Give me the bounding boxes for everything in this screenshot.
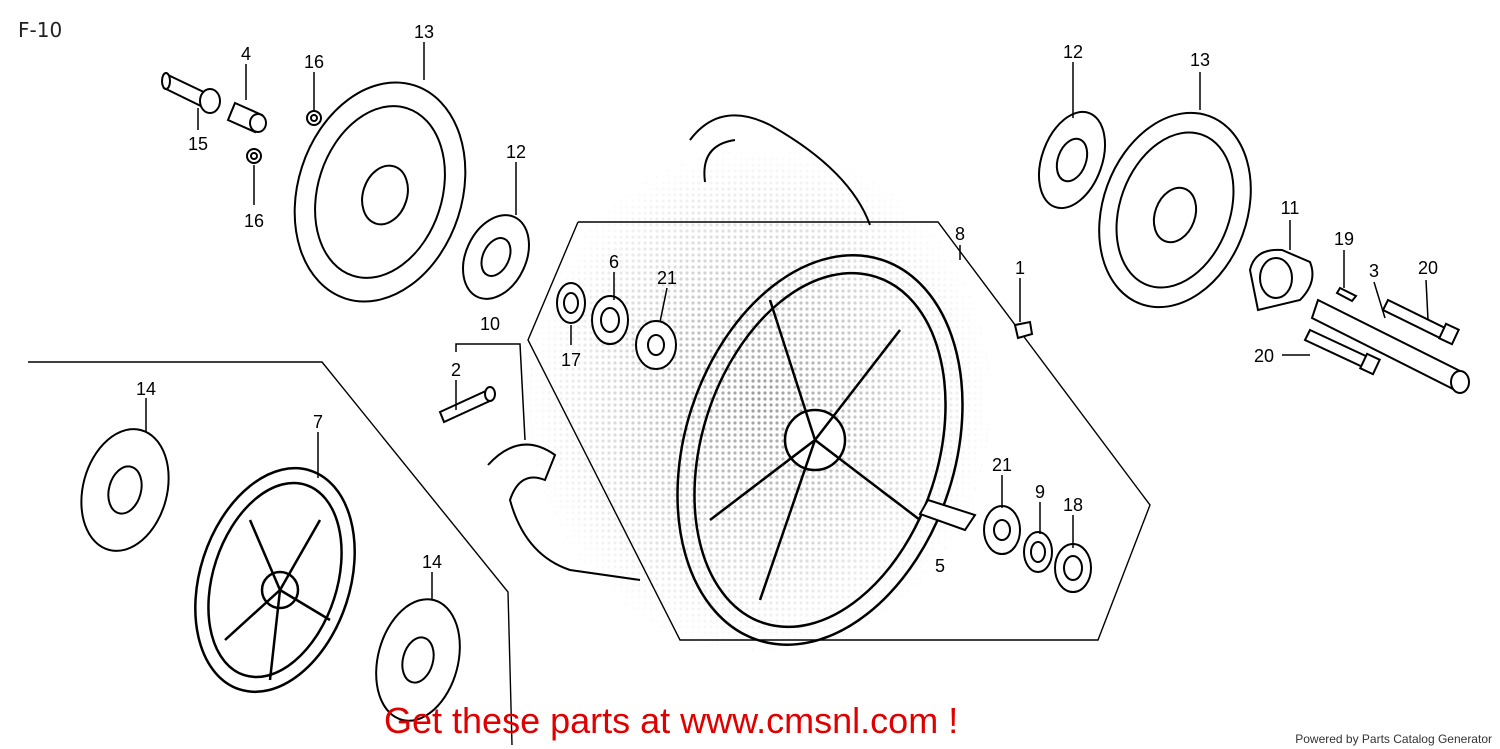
retainer-9 bbox=[1023, 531, 1053, 573]
collar-6 bbox=[591, 295, 629, 345]
callout-12b: 12 bbox=[1063, 42, 1083, 62]
disk-13b bbox=[1098, 111, 1252, 309]
seal-18 bbox=[1054, 543, 1092, 593]
callout-7: 7 bbox=[313, 412, 323, 432]
rim-8 bbox=[676, 254, 964, 646]
wheel-7 bbox=[194, 466, 356, 694]
bearing-21b bbox=[983, 505, 1021, 555]
callout-6: 6 bbox=[609, 252, 619, 272]
callout-12a: 12 bbox=[506, 142, 526, 162]
valve-cap-1 bbox=[1013, 320, 1034, 340]
assembly-outlines bbox=[28, 221, 1151, 746]
callout-3: 3 bbox=[1369, 261, 1379, 281]
tire-10 bbox=[487, 114, 871, 581]
callout-8: 8 bbox=[955, 224, 965, 244]
nut-16a bbox=[306, 110, 322, 126]
leader-lines bbox=[145, 42, 1429, 600]
bolt-20a bbox=[1381, 298, 1461, 346]
collar-5 bbox=[918, 498, 977, 532]
bolt-15 bbox=[161, 72, 221, 114]
callout-16b: 16 bbox=[244, 211, 264, 231]
callout-13b: 13 bbox=[1190, 50, 1210, 70]
valve-2 bbox=[438, 386, 496, 424]
callout-19: 19 bbox=[1334, 229, 1354, 249]
plate-12a bbox=[462, 214, 530, 300]
callout-15: 15 bbox=[188, 134, 208, 154]
callout-2: 2 bbox=[451, 360, 461, 380]
callout-1: 1 bbox=[1015, 258, 1025, 278]
credit-text: Powered by Parts Catalog Generator bbox=[1295, 732, 1492, 746]
plate-12b bbox=[1038, 110, 1106, 210]
callout-18: 18 bbox=[1063, 495, 1083, 515]
callout-10: 10 bbox=[480, 314, 500, 334]
callout-11: 11 bbox=[1281, 198, 1300, 218]
disk-13a bbox=[293, 81, 467, 303]
callout-21b: 21 bbox=[992, 455, 1012, 475]
callout-labels: 4 16 13 15 16 12 12 13 8 1 11 19 3 20 20… bbox=[136, 22, 1438, 576]
promo-link[interactable]: Get these parts at www.cmsnl.com ! bbox=[384, 700, 959, 741]
bearing-21a bbox=[635, 320, 677, 370]
callout-5: 5 bbox=[935, 556, 945, 576]
diagram-code: F-10 bbox=[18, 18, 63, 42]
callout-14a: 14 bbox=[136, 379, 156, 399]
disk-14b bbox=[375, 598, 461, 722]
bolt-20b bbox=[1303, 328, 1382, 376]
callout-14b: 14 bbox=[422, 552, 442, 572]
halftone-watermark bbox=[530, 150, 990, 650]
callout-17: 17 bbox=[561, 350, 581, 370]
callout-9: 9 bbox=[1035, 482, 1045, 502]
callout-20a: 20 bbox=[1418, 258, 1438, 278]
seal-17 bbox=[556, 282, 586, 324]
disk-14a bbox=[80, 428, 170, 552]
callout-4: 4 bbox=[241, 44, 251, 64]
callout-13a: 13 bbox=[414, 22, 434, 42]
gearbox-11 bbox=[1248, 248, 1314, 312]
callout-21a: 21 bbox=[657, 268, 677, 288]
callout-16a: 16 bbox=[304, 52, 324, 72]
callout-20b: 20 bbox=[1254, 346, 1274, 366]
axle-3 bbox=[1310, 298, 1470, 394]
nut-16b bbox=[246, 148, 262, 164]
cushion-4 bbox=[226, 101, 267, 134]
screw-19 bbox=[1335, 286, 1358, 303]
